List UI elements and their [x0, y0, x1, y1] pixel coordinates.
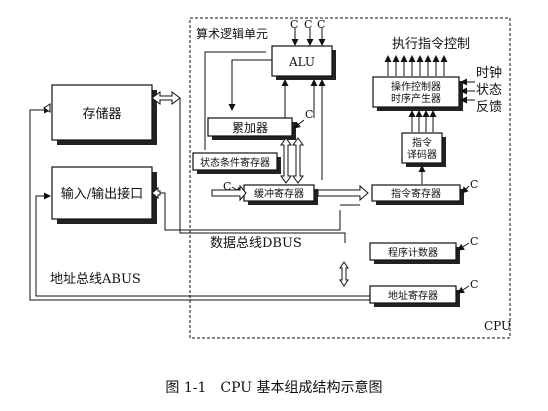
memory-box	[51, 84, 153, 141]
memory-label: 存储器	[82, 107, 121, 122]
accumulator-box	[207, 117, 293, 137]
decoder-label-line1: 指令	[412, 136, 432, 149]
buffer-register-label: 缓冲寄存器	[254, 187, 304, 200]
status-input-label: 状态	[476, 83, 502, 98]
control-output-arrows	[384, 55, 448, 76]
program-counter-label: 程序计数器	[388, 246, 438, 259]
accumulator-label: 累加器	[232, 121, 268, 135]
memory-address-arrow	[43, 103, 51, 113]
alu-control-signal-3: C	[317, 18, 325, 31]
decoder-box	[401, 132, 443, 164]
data-bus-label: 数据总线DBUS	[210, 236, 302, 251]
alu-control-signal-2: C	[304, 18, 312, 31]
address-register-label: 地址寄存器	[388, 289, 438, 302]
alu-control-signals: C C C	[290, 18, 326, 46]
instruction-register-box	[371, 184, 461, 202]
pc-to-ar-arrow	[339, 261, 349, 287]
status-register-label: 状态条件寄存器	[200, 156, 270, 169]
alu-connections	[204, 51, 326, 180]
program-counter-control-signal: C	[470, 235, 478, 248]
controller-label-line2: 时序产生器	[391, 92, 441, 105]
cpu-label: CPU	[484, 319, 511, 333]
io-interface-label: 输入/输出接口	[61, 186, 143, 202]
buffer-to-ir-arrow	[317, 184, 369, 202]
instruction-register-control-signal: C	[470, 178, 478, 191]
decoder-output-arrows	[408, 110, 437, 132]
alu-control-signal-1: C	[290, 18, 298, 31]
io-interface-box	[51, 166, 153, 220]
status-register-box	[192, 152, 278, 171]
buffer-control-signal: C	[223, 180, 231, 193]
controller-box	[372, 76, 460, 108]
io-data-arrow	[151, 186, 161, 200]
address-register-control-signal: C	[470, 278, 478, 291]
alu-label: ALU	[288, 55, 315, 69]
control-group-label: 执行指令控制	[392, 37, 470, 52]
address-register-box	[369, 285, 457, 304]
alu-box	[271, 45, 333, 77]
controller-label-line1: 操作控制器	[391, 80, 441, 93]
alu-group-label: 算术逻辑单元	[196, 26, 268, 41]
feedback-input-label: 反馈	[476, 100, 502, 115]
program-counter-box	[369, 242, 457, 261]
memory-data-arrow	[151, 91, 181, 105]
acc-buffer-bus-2	[292, 137, 304, 184]
accumulator-control-signal: C	[305, 108, 313, 121]
address-bus-label: 地址总线ABUS	[50, 272, 141, 287]
acc-buffer-bus	[280, 137, 292, 184]
decoder-label-line2: 译码器	[407, 149, 437, 161]
instruction-register-label: 指令寄存器	[391, 187, 441, 200]
figure-caption: 图 1-1 CPU 基本组成结构示意图	[165, 379, 382, 396]
data-bus-to-buffer	[211, 184, 247, 202]
cpu-boundary	[189, 17, 511, 339]
address-bus	[29, 106, 370, 301]
clock-input-label: 时钟	[476, 65, 502, 81]
